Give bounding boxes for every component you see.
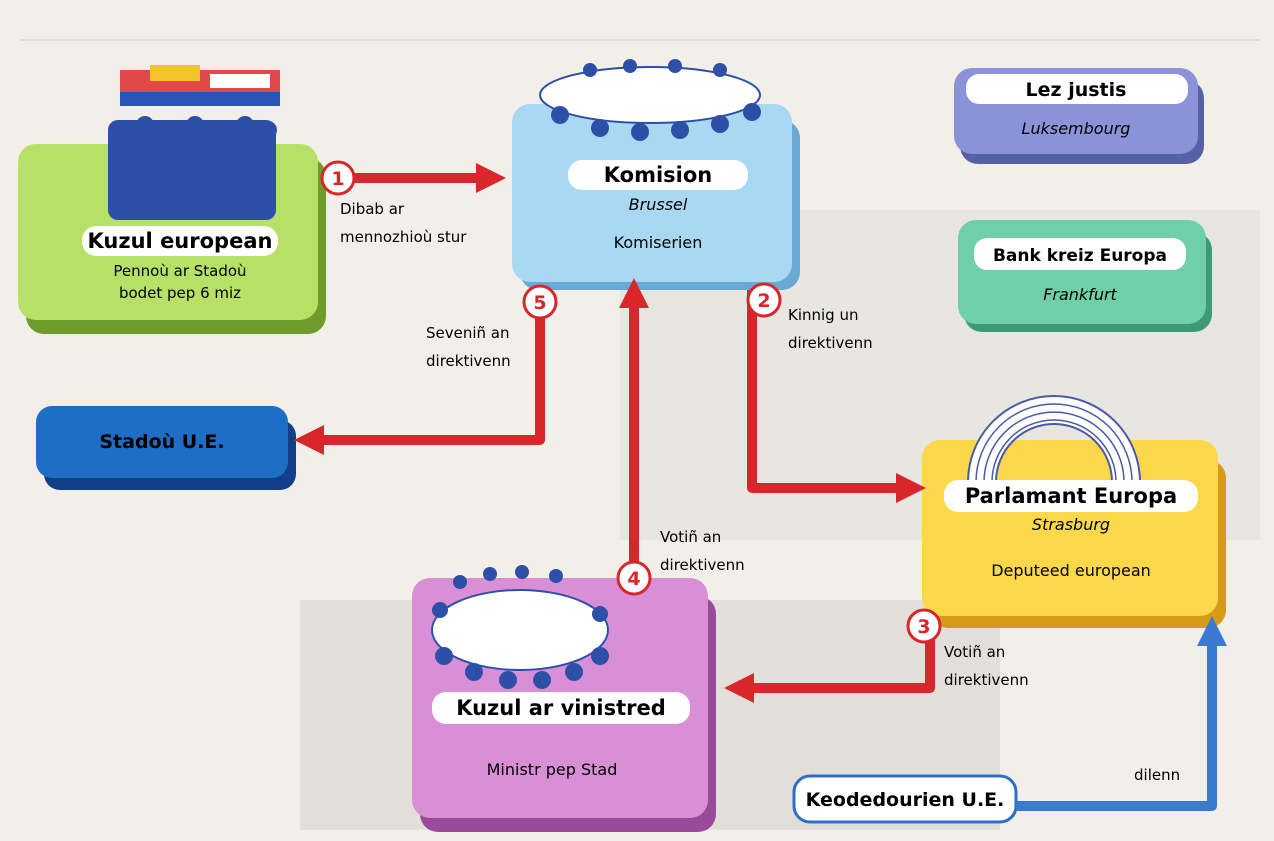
parlamant-city: Strasburg <box>1032 515 1110 534</box>
kuzul-vinistred-box: Kuzul ar vinistred Ministr pep Stad <box>412 565 716 832</box>
step-5-number: 5 <box>533 292 546 314</box>
stadou-face <box>36 406 288 478</box>
kuzul-european-box: Kuzul european Pennoù ar Stadoù bodet pe… <box>18 65 326 334</box>
arrow-2 <box>747 290 926 503</box>
hemicycle-icon <box>966 395 1142 483</box>
komision-face <box>512 104 792 282</box>
step-1: 1 Dibab ar mennozhioù stur <box>320 160 467 246</box>
arrow-3 <box>724 636 935 703</box>
kuzul-european-line1: Pennoù ar Stadoù <box>113 262 246 280</box>
keodedourien-box: Keodedourien U.E. <box>792 774 1018 824</box>
arrow-5 <box>294 290 545 455</box>
komision-city: Brussel <box>629 195 688 214</box>
kuzul-vinistred-title: Kuzul ar vinistred <box>456 696 666 720</box>
kuzul-vinistred-members: Ministr pep Stad <box>487 760 618 779</box>
kuzul-european-title: Kuzul european <box>88 229 273 253</box>
step-5: 5 Seveniñ an direktivenn <box>426 284 558 370</box>
meeting-table-icon <box>539 59 761 141</box>
step-4-number: 4 <box>627 568 640 590</box>
ministers-table-icon <box>431 565 609 689</box>
arrows <box>294 163 1227 811</box>
lez-justis-city: Luksembourg <box>1022 119 1131 138</box>
step-5-line2: direktivenn <box>426 352 511 370</box>
kuzul-european-line2: bodet pep 6 miz <box>119 284 241 302</box>
step-5-line1: Seveniñ an <box>426 324 510 342</box>
komision-title: Komision <box>604 163 713 187</box>
dilenn-label: dilenn <box>1134 766 1180 784</box>
komision-box: Komision Brussel Komiserien <box>512 59 800 290</box>
step-1-line1: Dibab ar <box>340 200 405 218</box>
keodedourien-title: Keodedourien U.E. <box>806 789 1005 811</box>
step-2-number: 2 <box>757 290 770 312</box>
step-1-number: 1 <box>331 168 344 190</box>
bank-city: Frankfurt <box>1043 285 1117 304</box>
bank-face <box>958 220 1206 324</box>
step-2-line1: Kinnig un <box>788 306 859 324</box>
step-2: 2 Kinnig un direktivenn <box>746 282 873 352</box>
lez-justis-title: Lez justis <box>1026 79 1127 101</box>
bank-title: Bank kreiz Europa <box>993 246 1167 266</box>
step-4-line2: direktivenn <box>660 556 745 574</box>
komision-members: Komiserien <box>614 233 703 252</box>
step-3: 3 Votiñ an direktivenn <box>906 608 1029 689</box>
arrow-dilenn <box>1016 616 1227 811</box>
parlamant-title: Parlamant Europa <box>965 484 1177 508</box>
step-3-line2: direktivenn <box>944 671 1029 689</box>
step-4: 4 Votiñ an direktivenn <box>616 528 745 596</box>
stadou-box: Stadoù U.E. <box>36 406 296 490</box>
parlamant-members: Deputeed european <box>991 561 1151 580</box>
step-3-line1: Votiñ an <box>944 643 1005 661</box>
people-with-flags-icon <box>108 65 280 220</box>
lez-justis-box: Lez justis Luksembourg <box>954 68 1204 164</box>
step-3-number: 3 <box>917 616 930 638</box>
stadou-title: Stadoù U.E. <box>99 431 224 453</box>
step-2-line2: direktivenn <box>788 334 873 352</box>
step-1-line2: mennozhioù stur <box>340 228 467 246</box>
parlamant-box: Parlamant Europa Strasburg Deputeed euro… <box>922 395 1226 628</box>
step-4-line1: Votiñ an <box>660 528 721 546</box>
bank-box: Bank kreiz Europa Frankfurt <box>958 220 1212 332</box>
